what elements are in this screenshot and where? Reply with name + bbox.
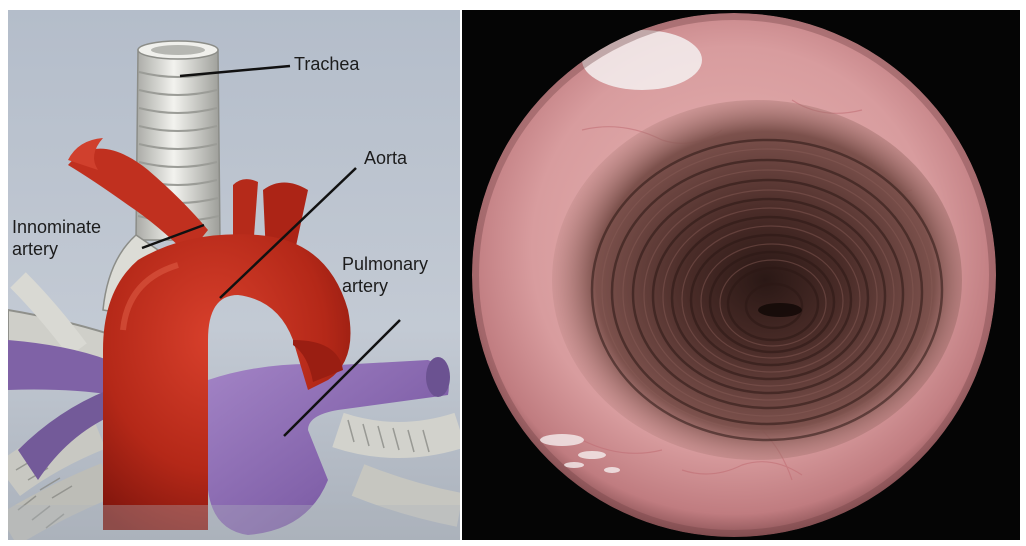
label-aorta: Aorta	[364, 147, 407, 169]
label-innominate-artery: Innominate artery	[12, 216, 101, 260]
label-trachea: Trachea	[294, 53, 359, 75]
bronchoscopy-photo-panel	[462, 10, 1020, 540]
anatomy-illustration-panel: Trachea Aorta Innominate artery Pulmonar…	[8, 10, 460, 540]
bronchoscopic-view-icon	[462, 10, 1020, 540]
label-pulmonary-artery: Pulmonary artery	[342, 253, 428, 297]
